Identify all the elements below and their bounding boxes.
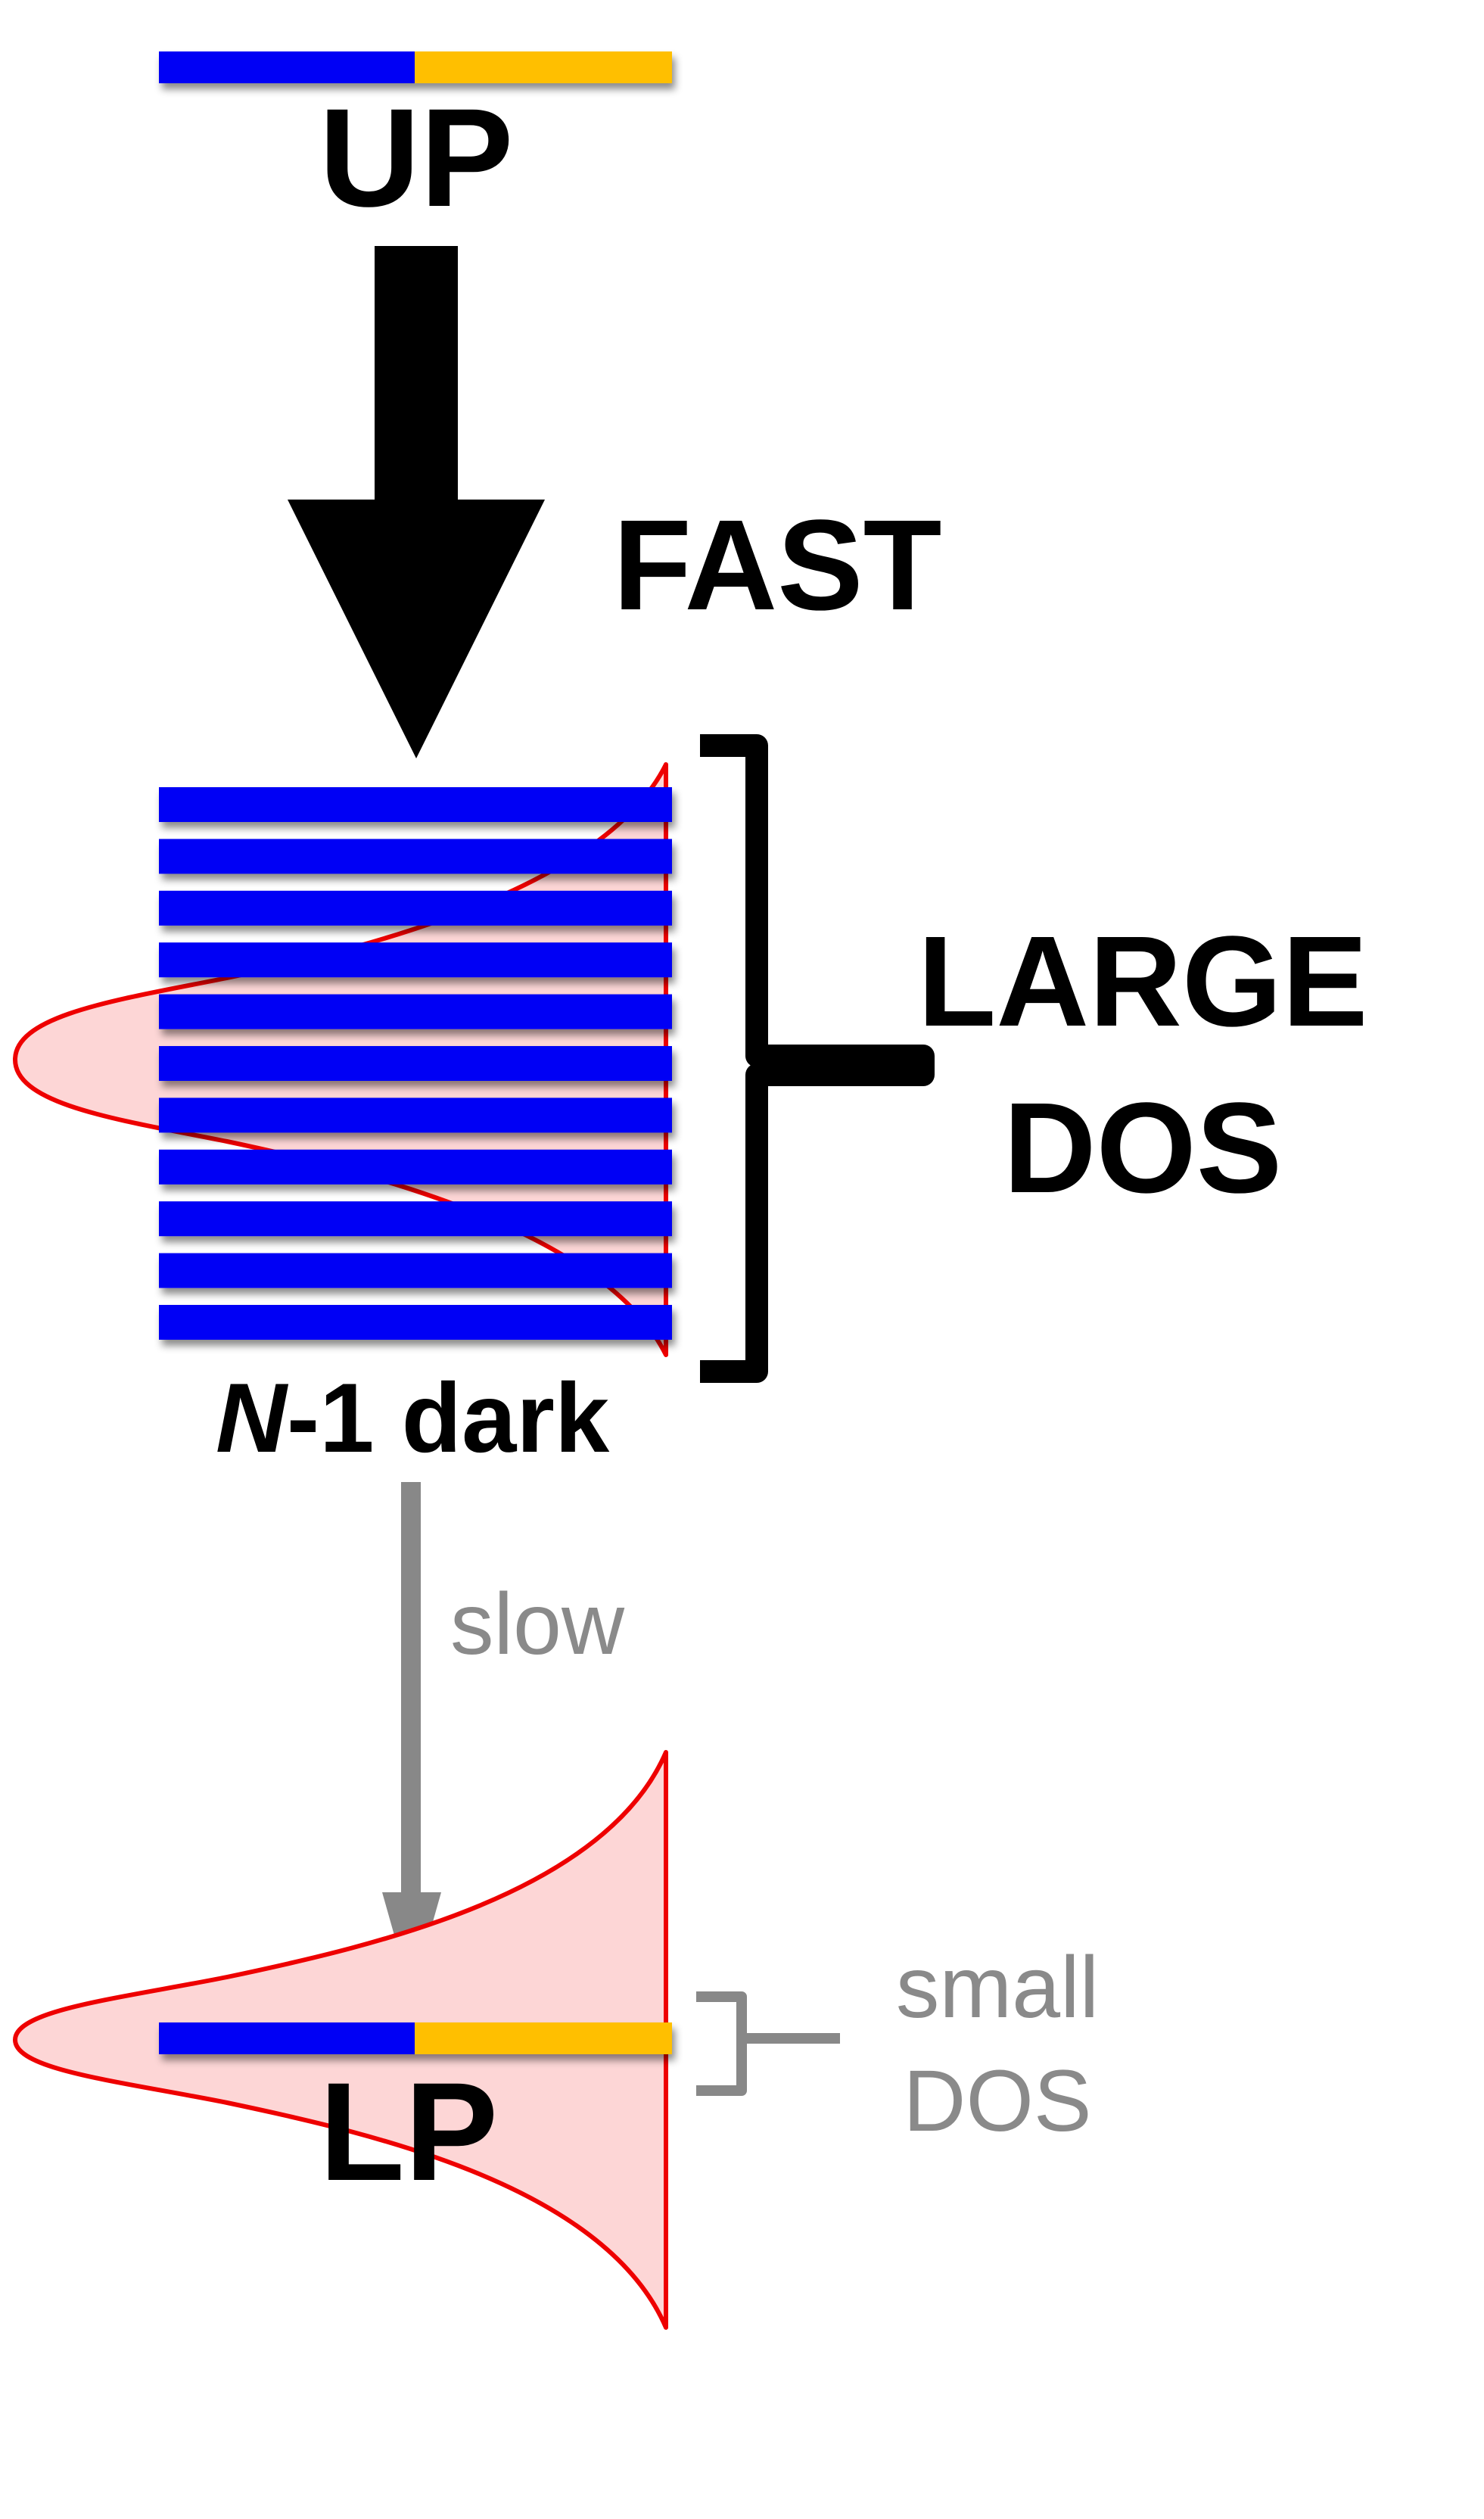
dark-state-bar: [159, 839, 672, 874]
dark-state-bar: [159, 890, 672, 926]
dark-state-bar: [159, 994, 672, 1029]
dark-states-label-n: N: [216, 1362, 289, 1473]
lower-polariton-state: [159, 2022, 672, 2054]
small-dos-label-line1: small: [896, 1939, 1099, 2036]
upper-polariton-state: [159, 51, 672, 83]
up-label: UP: [319, 80, 514, 236]
dark-state-bar: [159, 1305, 672, 1340]
large-dos-label-line2: DOS: [1003, 1076, 1282, 1220]
dark-state-bar: [159, 1098, 672, 1133]
up-exciton-part: [415, 51, 672, 83]
small-dos-label-line2: DOS: [903, 2053, 1091, 2150]
dark-states-stack: [159, 787, 672, 1340]
dark-states-label: N-1 dark: [216, 1362, 610, 1473]
fast-relaxation-arrow: [288, 246, 545, 758]
slow-arrow-shaft: [401, 1482, 421, 1906]
dark-state-bar: [159, 1201, 672, 1237]
large-dos-label-line1: LARGE: [918, 910, 1368, 1054]
dark-state-bar: [159, 1253, 672, 1288]
slow-label: slow: [450, 1576, 625, 1673]
lp-label: LP: [319, 2054, 498, 2210]
dark-state-bar: [159, 1149, 672, 1185]
small-dos-bracket: [696, 1991, 840, 2096]
lp-exciton-part: [415, 2022, 672, 2054]
dark-state-bar: [159, 942, 672, 978]
large-dos-bracket: [700, 734, 935, 1383]
lp-photon-part: [159, 2022, 416, 2054]
up-photon-part: [159, 51, 416, 83]
fast-label: FAST: [613, 494, 941, 637]
dark-states-label-rest: -1 dark: [287, 1362, 610, 1473]
dark-state-bar: [159, 1046, 672, 1081]
slow-relaxation-arrow: [382, 1482, 441, 1997]
dark-state-bar: [159, 787, 672, 822]
